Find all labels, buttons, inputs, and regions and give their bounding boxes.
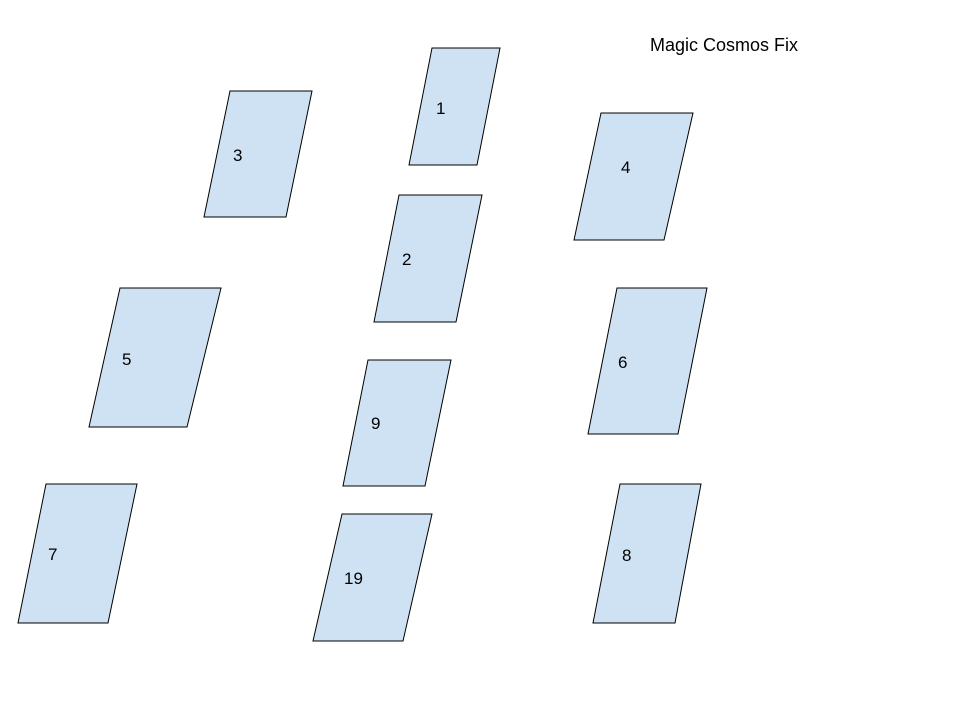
card-5[interactable]: 5 <box>88 287 222 428</box>
card-2[interactable]: 2 <box>373 194 483 323</box>
card-1-shape <box>408 47 501 166</box>
card-5-shape <box>88 287 222 428</box>
card-4[interactable]: 4 <box>573 112 694 241</box>
card-3-label: 3 <box>233 146 242 165</box>
card-1[interactable]: 1 <box>408 47 501 166</box>
card-8[interactable]: 8 <box>592 483 702 624</box>
card-3-shape <box>203 90 313 218</box>
card-9-shape <box>342 359 452 487</box>
card-9[interactable]: 9 <box>342 359 452 487</box>
card-7[interactable]: 7 <box>17 483 138 624</box>
card-7-label: 7 <box>48 545 57 564</box>
card-2-label: 2 <box>402 250 411 269</box>
card-4-label: 4 <box>621 158 630 177</box>
card-6-shape <box>587 287 708 435</box>
card-8-label: 8 <box>622 546 631 565</box>
card-7-shape <box>17 483 138 624</box>
card-4-shape <box>573 112 694 241</box>
card-19-shape <box>312 513 433 642</box>
card-3[interactable]: 3 <box>203 90 313 218</box>
card-19[interactable]: 19 <box>312 513 433 642</box>
card-6-label: 6 <box>618 353 627 372</box>
card-1-label: 1 <box>436 99 445 118</box>
card-8-shape <box>592 483 702 624</box>
card-19-label: 19 <box>344 569 363 588</box>
diagram-title: Magic Cosmos Fix <box>650 35 798 55</box>
card-2-shape <box>373 194 483 323</box>
card-5-label: 5 <box>122 350 131 369</box>
card-9-label: 9 <box>371 414 380 433</box>
card-6[interactable]: 6 <box>587 287 708 435</box>
